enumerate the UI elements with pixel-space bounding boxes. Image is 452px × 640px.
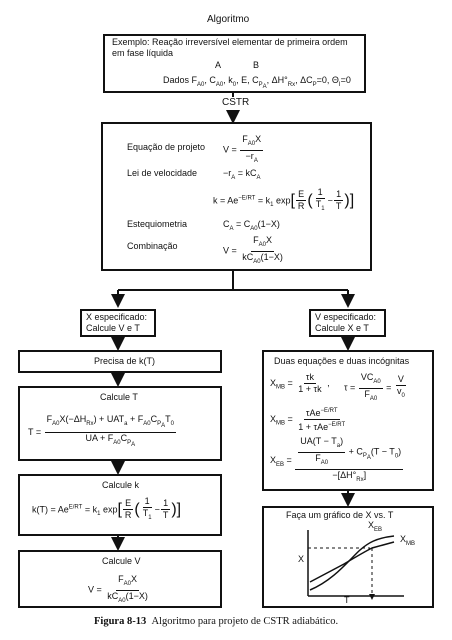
label-stoichiometry: Estequiometria xyxy=(127,219,188,229)
need-k-box: Precisa de k(T) xyxy=(18,350,222,373)
example-line1: Exemplo: Reação irreversível elementar d… xyxy=(112,37,348,47)
right-branch-header: V especificado: Calcule X e T xyxy=(309,309,386,337)
right-header-line1: V especificado: xyxy=(315,312,377,322)
design-equation: V = FA0X−rA xyxy=(223,134,264,164)
calc-v-title: Calcule V xyxy=(102,556,141,566)
figure-caption: Figura 8-13 Algoritmo para projeto de CS… xyxy=(94,616,338,627)
reaction-species-a: A xyxy=(215,60,222,70)
graph-y-label: X xyxy=(298,554,305,564)
calc-k-title: Calcule k xyxy=(102,480,140,490)
graph-label-xeb: XEB xyxy=(368,520,383,533)
graph-label-xmb: XMB xyxy=(400,534,416,547)
reaction-species-b: B xyxy=(253,60,260,70)
main-equations-box: Equação de projeto Lei de velocidade Est… xyxy=(101,122,372,271)
right-header-line2: Calcule X e T xyxy=(315,323,369,333)
figure-number: Figura 8-13 xyxy=(94,616,147,627)
given-data: Dados FA0, CA0, k0, E, CPA, ΔH°Rx, ΔCP=0… xyxy=(163,75,351,90)
stoichiometry-equation: CA = CA0(1−X) xyxy=(223,219,280,232)
calc-t-title: Calcule T xyxy=(100,392,138,402)
left-branch-header: X especificado: Calcule V e T xyxy=(80,309,156,337)
left-header-line2: Calcule V e T xyxy=(86,323,140,333)
figure-caption-text: Algoritmo para projeto de CSTR adiabátic… xyxy=(151,616,339,627)
plot-title: Faça um gráfico de X vs. T xyxy=(286,510,394,520)
plot-box: Faça um gráfico de X vs. T XEB XMB X T xyxy=(262,506,434,608)
label-combination: Combinação xyxy=(127,241,178,251)
rate-law-equation: −rA = kCA xyxy=(223,168,261,181)
calc-t-box: Calcule T T = FA0X(−ΔHRx) + UATa + FA0CP… xyxy=(18,386,222,461)
xmb-curve xyxy=(309,535,395,591)
left-header-line1: X especificado: xyxy=(86,312,148,322)
example-line2: em fase líquida xyxy=(112,48,174,58)
two-equations-title: Duas equações e duas incógnitas xyxy=(274,356,410,366)
label-rate-law: Lei de velocidade xyxy=(127,168,198,178)
label-design-equation: Equação de projeto xyxy=(127,142,206,152)
two-equations-box: Duas equações e duas incógnitas XMB = τk… xyxy=(262,350,434,491)
cstr-label: CSTR xyxy=(222,97,250,108)
need-k-label: Precisa de k(T) xyxy=(94,356,156,366)
page-title: Algoritmo xyxy=(207,14,250,25)
example-box: Exemplo: Reação irreversível elementar d… xyxy=(103,34,366,93)
graph-x-label: T xyxy=(344,595,350,605)
x-vs-t-sketch xyxy=(307,530,404,600)
xeb-equation: XEB = UA(T − Ta)FA0 + CPA(T − T0)−[ΔH°Rx… xyxy=(270,436,404,483)
